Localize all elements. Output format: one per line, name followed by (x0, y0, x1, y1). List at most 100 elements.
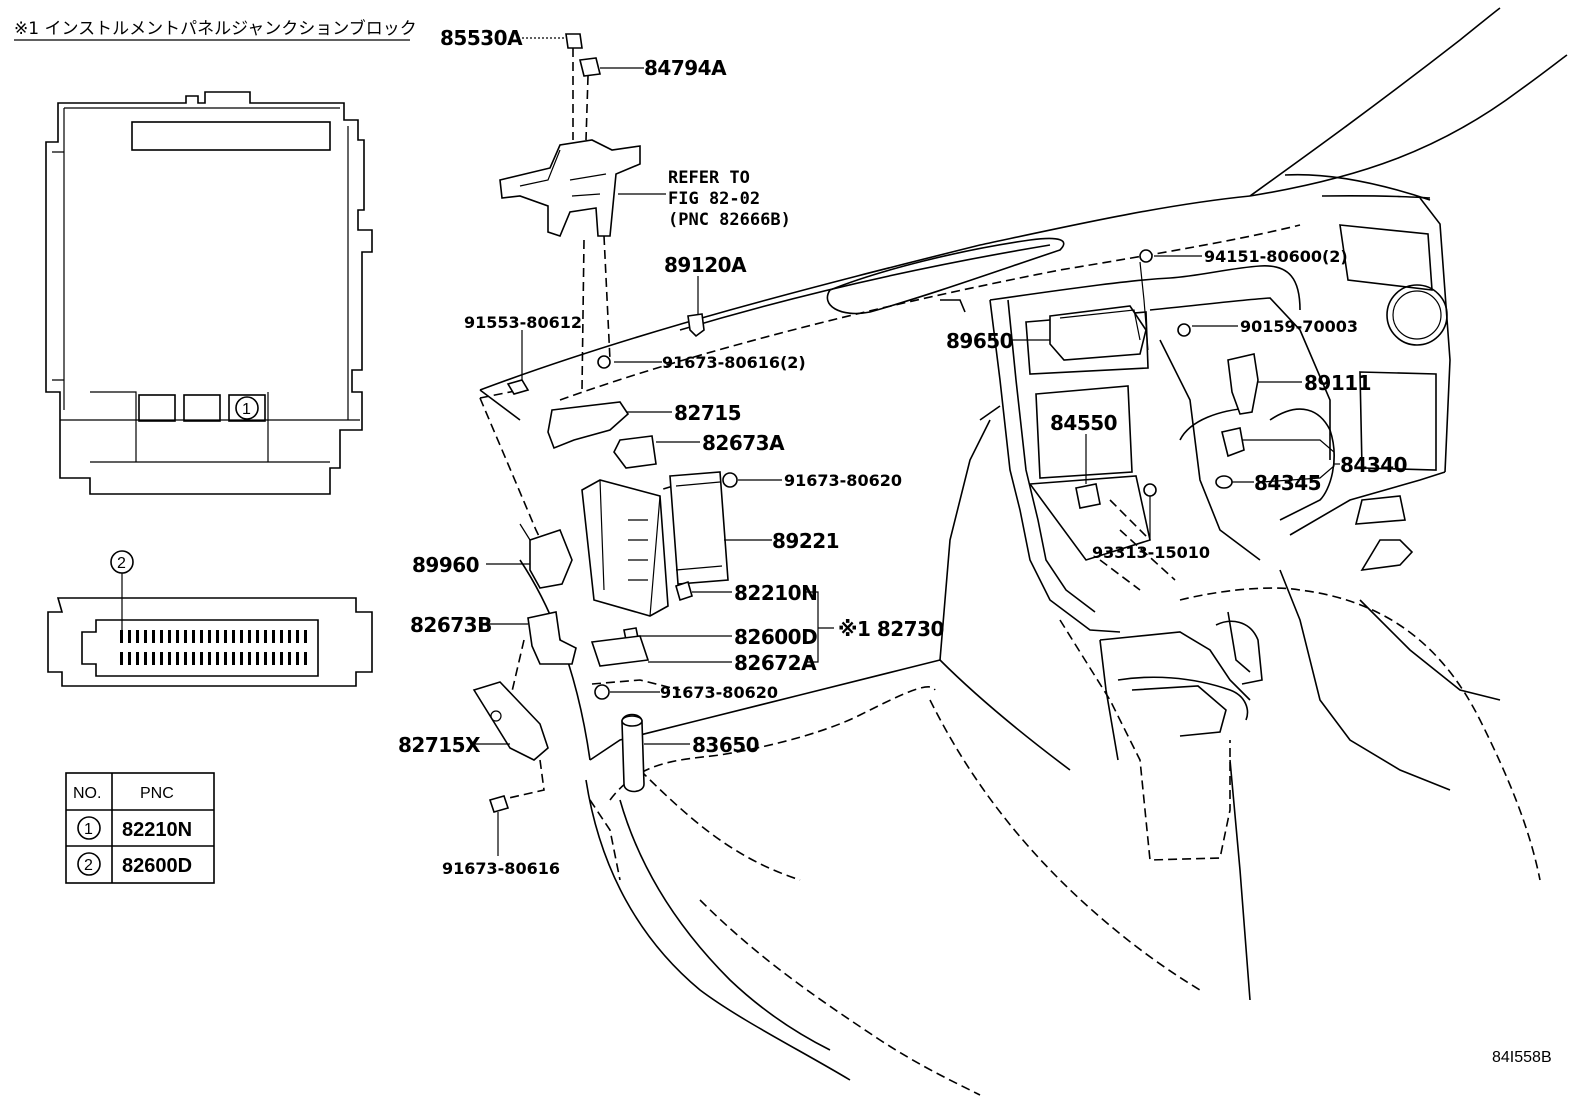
connector-pin (272, 652, 275, 665)
part-89111: 89111 (1227, 353, 1372, 415)
connector-pin (160, 652, 163, 665)
label-91673-80620-lower: 91673-80620 (660, 683, 778, 702)
callout-2-text: 2 (117, 555, 126, 572)
junction-block-side-view: 2 (47, 550, 373, 687)
connector-pin (224, 630, 227, 643)
label-89221: 89221 (772, 529, 839, 553)
legend-row1-pnc: 82210N (122, 819, 192, 841)
assembly-line-9 (591, 679, 681, 691)
label-90159-70003: 90159-70003 (1240, 317, 1358, 336)
legend-row2-pnc: 82600D (122, 855, 192, 877)
part-82673A: 82673A (613, 431, 786, 469)
part-84345: 84345 (1215, 471, 1322, 495)
label-82730: ※1 82730 (838, 617, 944, 641)
part-91673-80616: 91673-80616 (442, 795, 560, 878)
connector-pin (216, 652, 219, 665)
label-93313-15010: 93313-15010 (1092, 543, 1210, 562)
label-91673-80616-2: 91673-80616(2) (662, 353, 806, 372)
connector-pin (304, 652, 307, 665)
label-91553-80612: 91553-80612 (464, 313, 582, 332)
part-90159-70003: 90159-70003 (1177, 317, 1358, 337)
label-82600D: 82600D (734, 625, 817, 649)
connector-pin (184, 652, 187, 665)
junction-block-note: ※1 インストルメントパネルジャンクションブロック (14, 18, 417, 39)
part-89120A: 89120A (664, 253, 748, 338)
connector-pin (280, 630, 283, 643)
legend-row2-no: 2 (84, 857, 93, 874)
connector-pin (216, 630, 219, 643)
connector-pin (232, 630, 235, 643)
label-91673-80616: 91673-80616 (442, 859, 560, 878)
label-84345: 84345 (1254, 471, 1321, 495)
bracket-82730-group: ※1 82730 (806, 591, 944, 663)
figure-id: 84I558B (1492, 1049, 1552, 1066)
connector-pin (304, 630, 307, 643)
label-89111: 89111 (1304, 371, 1371, 395)
label-83650: 83650 (692, 733, 759, 757)
legend-table: NO. PNC 1 82210N 2 82600D (65, 772, 215, 884)
connector-pin (272, 630, 275, 643)
connector-pin (256, 630, 259, 643)
connector-pin (288, 652, 291, 665)
legend-row1-no: 1 (84, 821, 93, 838)
refer-note-line2: FIG 82-02 (668, 189, 760, 209)
connector-pin (136, 652, 139, 665)
legend-col-no: NO. (73, 785, 101, 802)
connector-pin (128, 652, 131, 665)
refer-note-line1: REFER TO (668, 168, 750, 188)
label-82715X: 82715X (398, 733, 481, 757)
connector-pin (144, 652, 147, 665)
connector-pin (152, 652, 155, 665)
callout-1-circle (235, 396, 259, 420)
connector-pin (200, 652, 203, 665)
part-84340: 84340 (1221, 427, 1408, 483)
part-89960: 89960 (412, 523, 573, 589)
label-82715: 82715 (674, 401, 741, 425)
part-bracket-82666B: REFER TO FIG 82-02 (PNC 82666B) (499, 139, 791, 237)
label-84794A: 84794A (644, 56, 727, 80)
connector-pin (160, 630, 163, 643)
connector-pin (136, 630, 139, 643)
assembly-line-5 (479, 397, 561, 581)
connector-pin (168, 630, 171, 643)
connector-pin (296, 630, 299, 643)
connector-pin (128, 630, 131, 643)
label-82673A: 82673A (702, 431, 785, 455)
connector-pin (296, 652, 299, 665)
legend-col-pnc: PNC (140, 785, 174, 802)
assembly-line-8 (499, 759, 545, 801)
connector-pin (152, 630, 155, 643)
part-89650: 89650 (946, 305, 1147, 361)
instrument-panel-outline (479, 7, 1568, 1096)
label-84550: 84550 (1050, 411, 1117, 435)
connector-pin (232, 652, 235, 665)
part-82672A: 82672A (590, 635, 818, 675)
label-85530A: 85530A (440, 26, 523, 50)
label-89960: 89960 (412, 553, 479, 577)
connector-pin (280, 652, 283, 665)
label-82673B: 82673B (410, 613, 492, 637)
assembly-line-7 (509, 639, 525, 701)
part-85530A: 85530A (440, 26, 583, 50)
connector-pin (224, 652, 227, 665)
connector-pin (248, 652, 251, 665)
connector-pin (176, 630, 179, 643)
connector-pin (184, 630, 187, 643)
refer-note-line3: (PNC 82666B) (668, 210, 791, 230)
part-82673B: 82673B (410, 611, 577, 665)
connector-pin (240, 652, 243, 665)
connector-pin (264, 630, 267, 643)
connector-pin (192, 652, 195, 665)
label-91673-80620-upper: 91673-80620 (784, 471, 902, 490)
label-82210N: 82210N (734, 581, 817, 605)
part-82715X: 82715X (398, 681, 549, 761)
assembly-line-10 (659, 473, 713, 491)
connector-pin (120, 630, 123, 643)
label-94151-80600-2: 94151-80600(2) (1204, 247, 1348, 266)
part-82600D: 82600D (623, 625, 818, 649)
part-82210N: 82210N (675, 580, 818, 605)
connector-pin (120, 652, 123, 665)
part-83650: 83650 (644, 733, 760, 757)
part-93313-15010: 93313-15010 (1092, 483, 1210, 562)
